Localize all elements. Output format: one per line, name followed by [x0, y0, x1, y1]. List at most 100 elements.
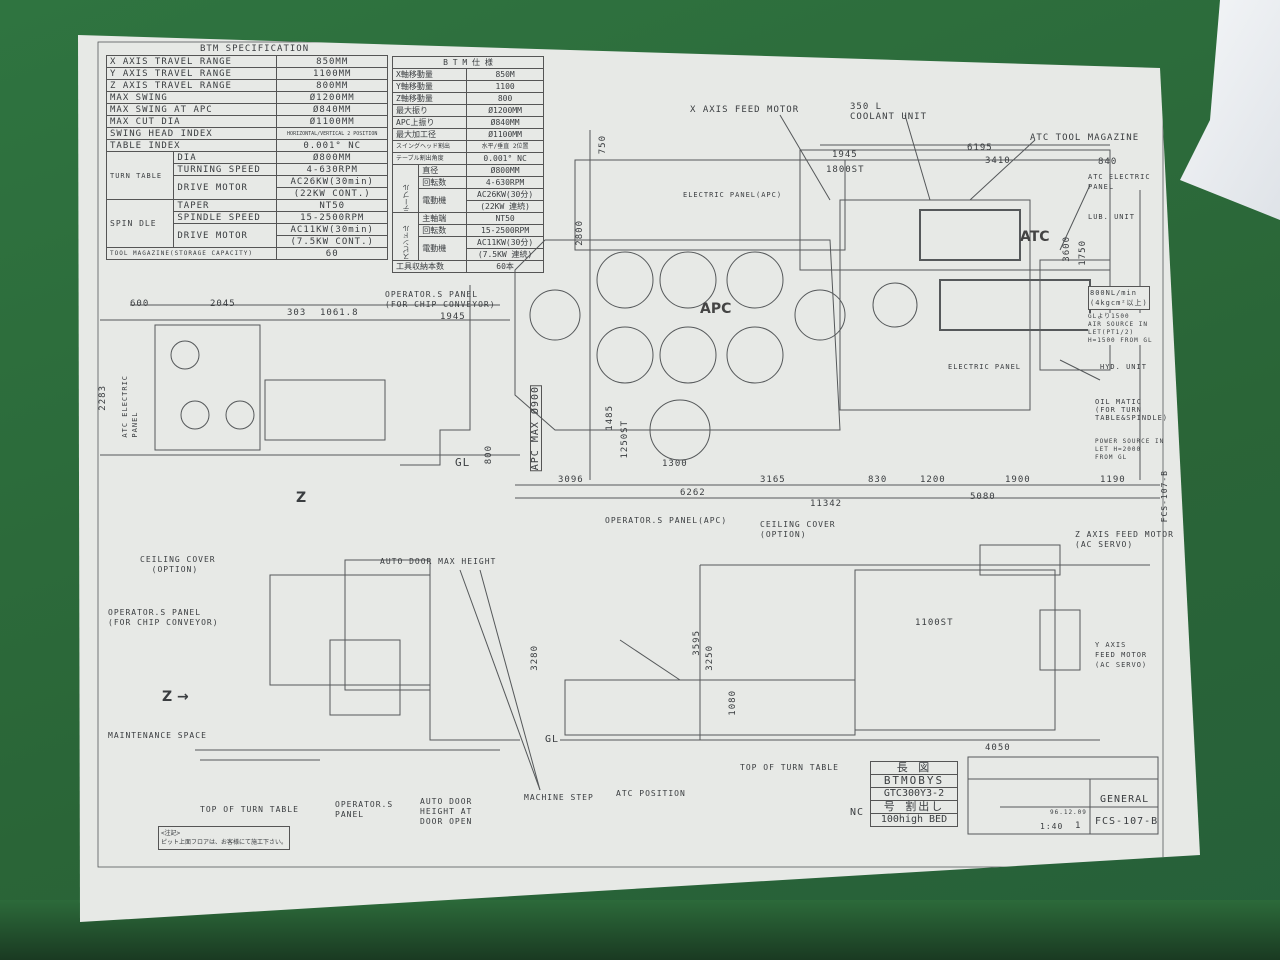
- label-nc: NC: [850, 807, 865, 818]
- label-atc-tool-magazine: ATC TOOL MAGAZINE: [1030, 133, 1140, 143]
- table-row: スイングヘッド割出水平/垂直 2位置: [391, 140, 544, 153]
- label-gl-front: GL: [545, 734, 560, 745]
- label-side-code: FCS-107-B: [1160, 470, 1169, 523]
- label-electric-panel: ELECTRIC PANEL: [948, 363, 1022, 371]
- title-line-5: 100high BED: [880, 814, 948, 825]
- dim: 1250ST: [620, 420, 630, 459]
- dim: 1945: [832, 150, 858, 160]
- dim: 600: [130, 299, 150, 309]
- dim: 3410: [985, 156, 1011, 166]
- label-top-of-turn-table-left: TOP OF TURN TABLE: [200, 805, 299, 814]
- dim: 3250: [705, 645, 715, 671]
- dim: 3280: [530, 645, 540, 671]
- dim: 3096: [558, 475, 584, 485]
- label-atc-electric-panel-left: ATC ELECTRIC PANEL: [121, 375, 139, 438]
- label-ceiling-cover-right: CEILING COVER (OPTION): [760, 520, 836, 539]
- dim: 1200: [920, 475, 946, 485]
- dim: 840: [1098, 157, 1118, 167]
- label-note: <注記> ピット上面フロアは、お客様にて施工下さい。: [158, 826, 291, 850]
- label-y-axis-feed-motor: Y AXIS FEED MOTOR (AC SERVO): [1095, 641, 1148, 669]
- dim: 2283: [98, 385, 108, 411]
- label-top-of-turn-table-right: TOP OF TURN TABLE: [740, 763, 839, 772]
- title-line-2: BTMOBYS: [871, 775, 957, 788]
- title-block-model: 長 図 BTMOBYS GTC300Y3-2 号 割出し 100high BED: [870, 761, 958, 827]
- label-x-feed-motor: X AXIS FEED MOTOR: [690, 105, 800, 115]
- dim: 800: [484, 445, 494, 465]
- label-auto-door-height-open: AUTO DOOR HEIGHT AT DOOR OPEN: [420, 797, 473, 826]
- title-date: 96.12.09: [1050, 809, 1087, 816]
- title-line-4: 号 割出し: [871, 801, 957, 814]
- dim: 4050: [985, 743, 1011, 753]
- dim: 3600: [1062, 236, 1072, 262]
- dim: 1485: [605, 405, 615, 431]
- label-power-source: POWER SOURCE IN LET H=2000 FROM GL: [1095, 438, 1165, 461]
- title-drawing-number: FCS-107-B: [1095, 816, 1159, 827]
- label-machine-step: MACHINE STEP: [524, 793, 594, 802]
- label-z-axis-feed-motor: Z AXIS FEED MOTOR (AC SERVO): [1075, 530, 1174, 549]
- dim: 750: [598, 135, 608, 155]
- label-lub-unit: LUB. UNIT: [1088, 213, 1135, 221]
- dim: 11342: [810, 499, 843, 509]
- title-line-3: GTC300Y3-2: [871, 788, 957, 801]
- dim: 1300: [662, 459, 688, 469]
- label-maintenance-space: MAINTENANCE SPACE: [108, 731, 207, 740]
- dim: 5080: [970, 492, 996, 502]
- label-operator-panel-chip-conveyor-top: OPERATOR.S PANEL (FOR CHIP CONVEYOR): [385, 290, 496, 309]
- table-row: TOOL MAGAZINE(STORAGE CAPACITY)60: [105, 247, 388, 260]
- dim: 303: [287, 308, 307, 318]
- label-air-flow: 800NL/min (4kgcm²以上): [1088, 286, 1150, 310]
- label-hyd-unit: HYD. UNIT: [1100, 363, 1147, 371]
- label-z-arrow: Z →: [162, 689, 189, 705]
- label-operator-panel-apc: OPERATOR.S PANEL(APC): [605, 516, 728, 525]
- label-atc-electric-panel: ATC ELECTRIC PANEL: [1088, 173, 1151, 191]
- label-operator-panel-chip-conveyor-low: OPERATOR.S PANEL (FOR CHIP CONVEYOR): [108, 608, 219, 627]
- dim: 3165: [760, 475, 786, 485]
- apc-outline: [514, 239, 841, 431]
- dim: 6195: [967, 143, 993, 153]
- title-general: GENERAL: [1100, 794, 1150, 805]
- label-gl-plan: GL: [455, 456, 471, 469]
- table-row: B T M 仕 様: [392, 56, 544, 69]
- label-auto-door-max-height: AUTO DOOR MAX HEIGHT: [380, 557, 497, 566]
- label-z-plan: Z: [296, 490, 307, 506]
- spec-en-title: BTM SPECIFICATION: [200, 44, 310, 54]
- dim: 1750: [1078, 240, 1088, 266]
- label-atc: ATC: [1020, 229, 1050, 245]
- dim: 830: [868, 475, 888, 485]
- dim: 1080: [728, 690, 738, 716]
- title-scale: 1:40: [1040, 822, 1064, 831]
- label-oil-matic: OIL MATIC (FOR TURN TABLE&SPINDLE): [1095, 398, 1169, 422]
- dim: 1800ST: [826, 165, 865, 175]
- label-atc-position: ATC POSITION: [616, 789, 686, 798]
- dim: 3595: [692, 630, 702, 656]
- dim: 1945: [440, 312, 466, 322]
- dim: 1900: [1005, 475, 1031, 485]
- dim: 2045: [210, 299, 236, 309]
- pallet-circles: [529, 251, 918, 461]
- dim: 1100ST: [915, 618, 954, 628]
- label-electric-panel-apc: ELECTRIC PANEL(APC): [683, 191, 783, 199]
- title-sheet: 1: [1075, 821, 1082, 831]
- label-coolant-unit: 350 L COOLANT UNIT: [850, 102, 928, 122]
